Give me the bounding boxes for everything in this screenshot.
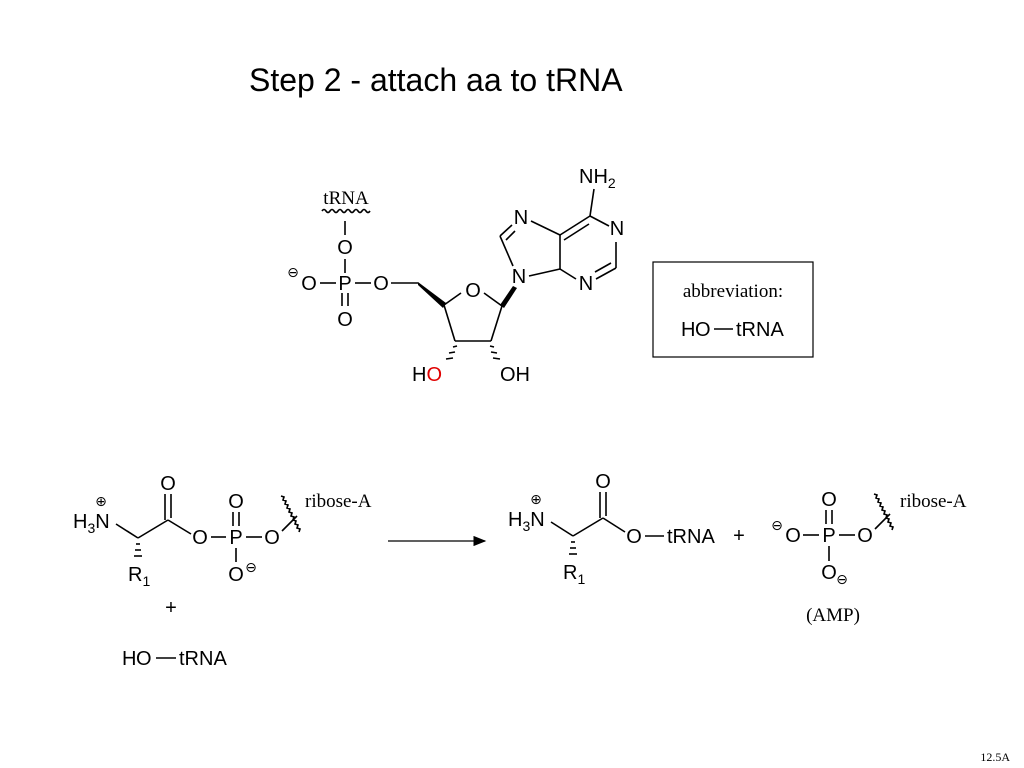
bond-n9-c4 <box>528 268 561 277</box>
bond-n9-c8 <box>499 235 514 267</box>
bond-n3-c4 <box>559 268 577 280</box>
atom-o-right: O <box>373 273 389 295</box>
hashed-bond-c3-oh <box>445 345 458 360</box>
trna-reactant-trna: tRNA <box>179 648 227 670</box>
atom-o-left: O <box>301 273 317 295</box>
abbreviation-border <box>652 261 814 358</box>
bond-c6-n1 <box>589 215 610 227</box>
ribose-wavy-bond <box>280 495 302 533</box>
atom-o-top: O <box>337 237 353 259</box>
page-title: Step 2 - attach aa to tRNA <box>249 62 623 98</box>
bond-c5-c6 <box>559 215 591 236</box>
abbreviation-h: H <box>681 319 695 341</box>
wedge-bond-c5 <box>418 282 446 308</box>
positive-charge-icon: ⊕ <box>95 494 107 510</box>
p-o-bottom: O <box>228 564 244 586</box>
atom-p: P <box>229 527 242 549</box>
hashed-bond-c2-oh <box>489 345 501 360</box>
bond-c5-c6-double <box>563 223 590 241</box>
atom-n9: N <box>512 266 526 288</box>
wedge-bond-glycosidic <box>500 286 517 308</box>
hydroxyl-c3: HO <box>412 364 442 386</box>
negative-charge-icon: ⊖ <box>245 560 257 576</box>
trna-adenosine-structure: tRNA O ⊖ O P O O O HO <box>287 166 624 386</box>
r-group: R1 <box>563 562 585 587</box>
carbonyl-o: O <box>160 473 176 495</box>
plus-sign-right: + <box>733 525 745 547</box>
bond-c8-n7 <box>499 224 513 237</box>
amp-o-right: O <box>857 525 873 547</box>
hydroxyl-c2: OH <box>500 364 530 386</box>
bond-o-ribose <box>281 515 298 532</box>
amine-group: H3N <box>73 511 110 536</box>
bond-calpha-c <box>572 517 604 537</box>
ribose-label: ribose-A <box>305 491 372 512</box>
trna-attachment-label: tRNA <box>323 188 369 209</box>
bond-c4-o <box>443 292 462 306</box>
negative-charge-icon: ⊖ <box>836 572 848 588</box>
plus-sign-left: + <box>165 597 177 619</box>
amp-structure: ⊖ O P O O O ⊖ ribose-A (AMP) <box>771 489 967 626</box>
atom-n1: N <box>610 218 624 240</box>
bond-c2-c1 <box>490 305 503 342</box>
negative-charge-icon: ⊖ <box>287 265 299 281</box>
slide-number: 12.5A <box>980 750 1010 764</box>
negative-charge-icon: ⊖ <box>771 518 783 534</box>
trna-reactant: H O tRNA <box>122 648 227 670</box>
atom-n3: N <box>579 273 593 295</box>
aminoacyl-trna: ⊕ H3N R1 O O tRNA <box>508 471 715 587</box>
r-group: R1 <box>128 564 150 589</box>
hashed-bond-calpha-r <box>569 541 577 555</box>
ribose-wavy-bond <box>873 493 895 531</box>
bond-c-o <box>167 519 192 535</box>
bond-c8-n7-double <box>505 230 516 241</box>
bond-calpha-c <box>137 519 169 539</box>
atom-p: P <box>338 273 351 295</box>
bond-n7-c5 <box>530 220 561 236</box>
amine-group: H3N <box>508 509 545 534</box>
product-trna: tRNA <box>667 526 715 548</box>
amp-name: (AMP) <box>806 605 860 626</box>
carbonyl-o: O <box>595 471 611 493</box>
abbreviation-trna: tRNA <box>736 319 784 341</box>
bond-c4-c3 <box>443 304 456 342</box>
trna-reactant-h: H <box>122 648 136 670</box>
positive-charge-icon: ⊕ <box>530 492 542 508</box>
amp-ribose-label: ribose-A <box>900 491 967 512</box>
abbreviation-o: O <box>695 319 711 341</box>
trna-reactant-o: O <box>136 648 152 670</box>
amp-p: P <box>822 525 835 547</box>
aminoacyl-adenylate: ⊕ H3N R1 O O P O O O ⊖ ribose-A <box>73 473 372 589</box>
bond-c6-nh2 <box>589 188 595 217</box>
atom-ring-o: O <box>465 280 481 302</box>
trna-wavy-bond <box>321 208 371 214</box>
bridge-o: O <box>192 527 208 549</box>
p-o-top: O <box>228 491 244 513</box>
amp-o-left: O <box>785 525 801 547</box>
bond-c2-n3 <box>595 267 617 280</box>
atom-n7: N <box>514 207 528 229</box>
bond-c-o <box>602 517 626 533</box>
hashed-bond-calpha-r <box>134 543 142 557</box>
amp-o-bottom: O <box>821 562 837 584</box>
atom-o-bottom: O <box>337 309 353 331</box>
bond-o-c1 <box>483 292 503 307</box>
bond-n-calpha <box>115 523 139 539</box>
p-o-right: O <box>264 527 280 549</box>
ester-o: O <box>626 526 642 548</box>
bond-n-calpha <box>550 521 574 537</box>
amino-group: NH2 <box>579 166 616 191</box>
amp-o-top: O <box>821 489 837 511</box>
bond-o-ribose <box>874 513 891 530</box>
abbreviation-box: abbreviation: H O tRNA <box>652 261 814 358</box>
abbreviation-label: abbreviation: <box>683 281 783 302</box>
bond-c2-n3-double <box>594 262 612 273</box>
